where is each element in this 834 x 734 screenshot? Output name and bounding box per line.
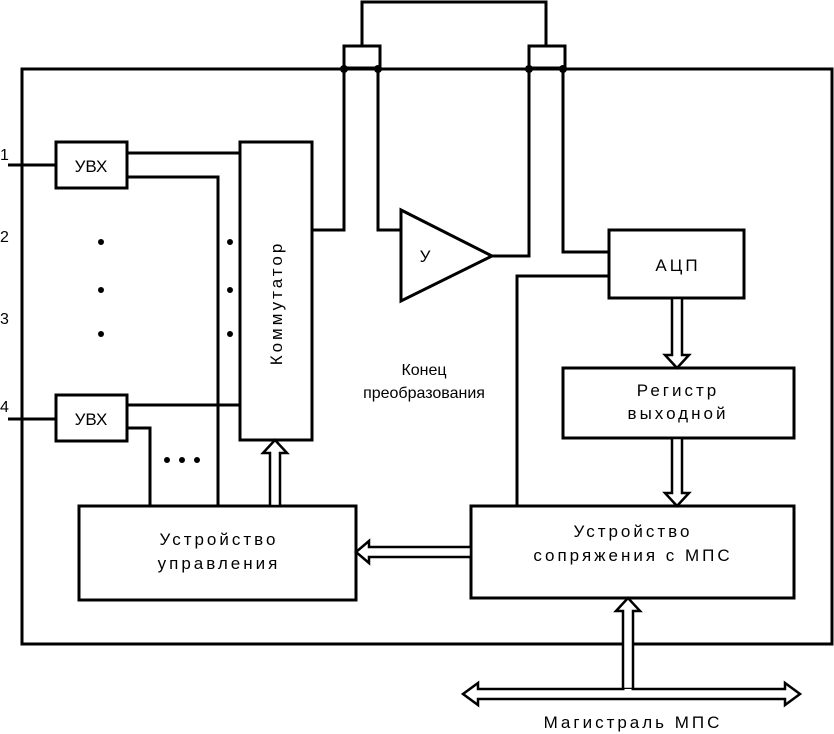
- ellipsis-dot: [98, 287, 104, 293]
- control-label-line2: управления: [158, 554, 281, 573]
- end-conversion-wire: [515, 274, 609, 506]
- arrow-control-to-commutator: [260, 438, 290, 508]
- register-block: [561, 366, 796, 440]
- end-conversion-label-line2: преобразования: [363, 385, 485, 402]
- bus-label: Магистраль МПС: [544, 713, 723, 732]
- arrow-bus-to-interface: [613, 596, 643, 696]
- ellipsis-dot: [194, 457, 200, 463]
- uvx-bottom-control-wire: [127, 426, 152, 506]
- adc-label: АЦП: [655, 256, 700, 275]
- uvx-top-control-wire: [127, 175, 220, 506]
- arrow-register-to-interface: [662, 436, 692, 508]
- input-label-3: 3: [0, 311, 9, 328]
- amplifier-label: У: [420, 247, 431, 266]
- junction-dot: [525, 65, 533, 73]
- commutator-output-wire: [312, 68, 346, 232]
- control-block: [77, 504, 358, 602]
- commutator-label: Коммутатор: [267, 241, 286, 366]
- ellipsis-dot: [227, 331, 233, 337]
- adc-input-wire: [561, 68, 609, 254]
- interface-label-line2: сопряжения с МПС: [533, 546, 732, 565]
- input-label-1: 1: [0, 147, 9, 164]
- arrow-interface-to-control: [354, 538, 473, 566]
- junction-dot: [374, 65, 382, 73]
- ellipsis-dot: [227, 239, 233, 245]
- register-label-line2: выходной: [628, 404, 729, 423]
- outer-frame: [20, 67, 834, 646]
- interface-label-line1: Устройство: [574, 522, 693, 541]
- input-label-4: 4: [0, 399, 9, 416]
- top-loop-wire: [360, 0, 548, 46]
- control-label-line1: Устройство: [160, 530, 279, 549]
- amplifier-input-wire: [376, 68, 401, 232]
- input-label-2: 2: [0, 229, 9, 246]
- uvx-bottom-label: УВХ: [75, 410, 108, 429]
- ellipsis-dot: [227, 287, 233, 293]
- junction-dot: [559, 65, 567, 73]
- ellipsis-dot: [164, 457, 170, 463]
- uvx-top-label: УВХ: [75, 157, 108, 176]
- ellipsis-dot: [98, 239, 104, 245]
- end-conversion-label-line1: Конец: [401, 362, 446, 379]
- junction-dot: [340, 65, 348, 73]
- connector-right: [527, 44, 567, 70]
- register-label-line1: Регистр: [637, 381, 719, 400]
- arrow-adc-to-register: [662, 296, 692, 370]
- ellipsis-dot: [179, 457, 185, 463]
- amplifier-output-wire: [492, 68, 531, 258]
- ellipsis-dot: [98, 331, 104, 337]
- connector-left: [342, 44, 382, 70]
- amplifier-triangle: [399, 207, 496, 304]
